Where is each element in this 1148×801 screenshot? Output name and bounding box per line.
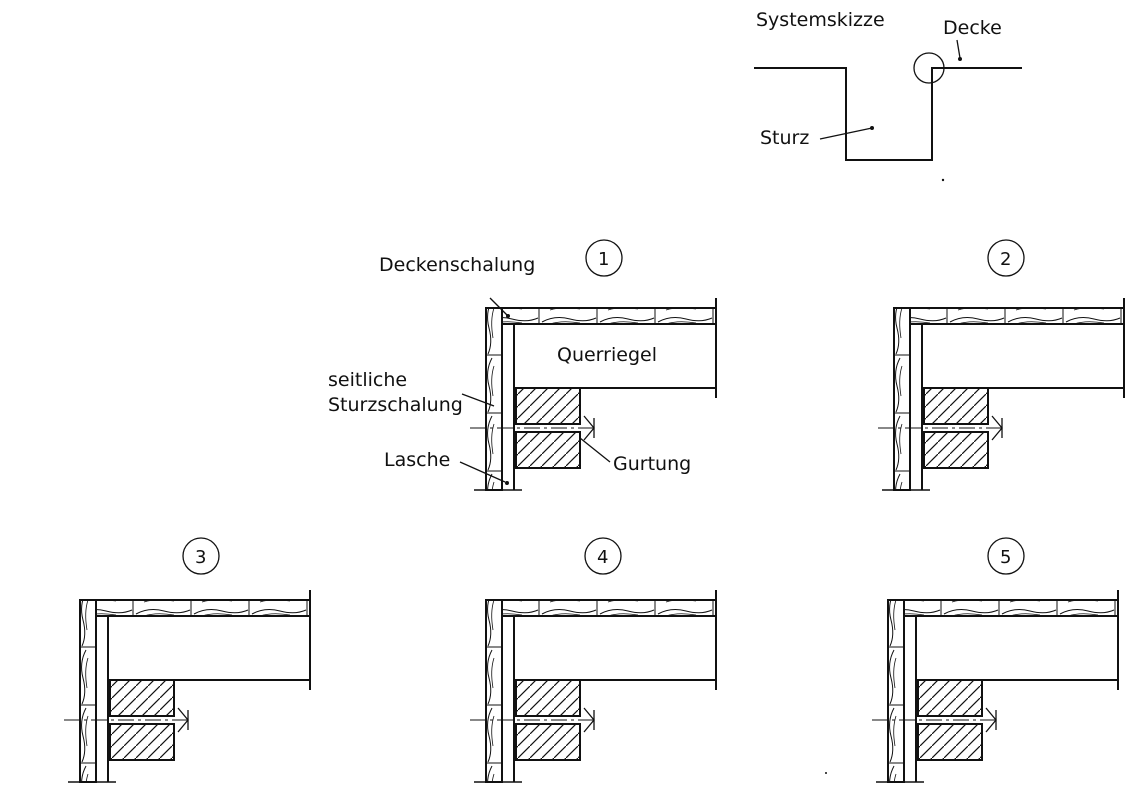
detail-circle-marker bbox=[913, 52, 945, 84]
sturzschalung-leader bbox=[461, 393, 495, 407]
label-sturzschalung: Sturzschalung bbox=[328, 394, 463, 416]
label-sturz: Sturz bbox=[760, 127, 809, 149]
detail-5-section bbox=[871, 589, 1119, 783]
detail-5-number: 5 bbox=[1000, 547, 1011, 568]
system-sketch: Systemskizze Decke Sturz bbox=[754, 9, 1022, 182]
detail-3-section bbox=[63, 589, 311, 783]
label-gurtung: Gurtung bbox=[613, 453, 691, 475]
decke-leader-dot bbox=[958, 57, 962, 61]
label-deckenschalung: Deckenschalung bbox=[379, 254, 535, 276]
speck-dot bbox=[941, 178, 945, 182]
detail-2-circle bbox=[987, 239, 1025, 277]
detail-4-section bbox=[469, 589, 717, 783]
label-decke: Decke bbox=[943, 17, 1002, 39]
sturz-leader-dot bbox=[870, 126, 874, 130]
detail-1: 1 Deckenschalung seitliche Sturzschalung… bbox=[328, 239, 717, 491]
lasche-leader-dot bbox=[505, 481, 509, 485]
gurtung-leader bbox=[579, 437, 611, 463]
lasche-leader bbox=[459, 461, 506, 483]
detail-2: 2 bbox=[877, 239, 1125, 491]
detail-2-section bbox=[877, 297, 1125, 491]
detail-3-circle bbox=[182, 537, 220, 575]
detail-3-number: 3 bbox=[195, 547, 206, 568]
detail-1-circle bbox=[585, 239, 623, 277]
system-sketch-title: Systemskizze bbox=[756, 9, 885, 31]
detail-3: 3 bbox=[63, 537, 311, 783]
detail-4-number: 4 bbox=[597, 547, 608, 568]
label-seitliche: seitliche bbox=[328, 369, 407, 391]
speck-dot-2 bbox=[825, 772, 827, 774]
detail-4: 4 bbox=[469, 537, 717, 783]
sturz-leader bbox=[819, 127, 873, 140]
detail-2-number: 2 bbox=[1000, 249, 1011, 270]
detail-1-number: 1 bbox=[598, 249, 609, 270]
label-querriegel: Querriegel bbox=[557, 344, 657, 366]
deckenschalung-leader-dot bbox=[506, 314, 510, 318]
deckenschalung-leader bbox=[489, 297, 509, 317]
detail-4-circle bbox=[584, 537, 622, 575]
system-outline bbox=[754, 67, 1022, 161]
detail-5: 5 bbox=[871, 537, 1119, 783]
label-lasche: Lasche bbox=[384, 449, 450, 471]
detail-5-circle bbox=[987, 537, 1025, 575]
decke-leader bbox=[956, 39, 961, 59]
